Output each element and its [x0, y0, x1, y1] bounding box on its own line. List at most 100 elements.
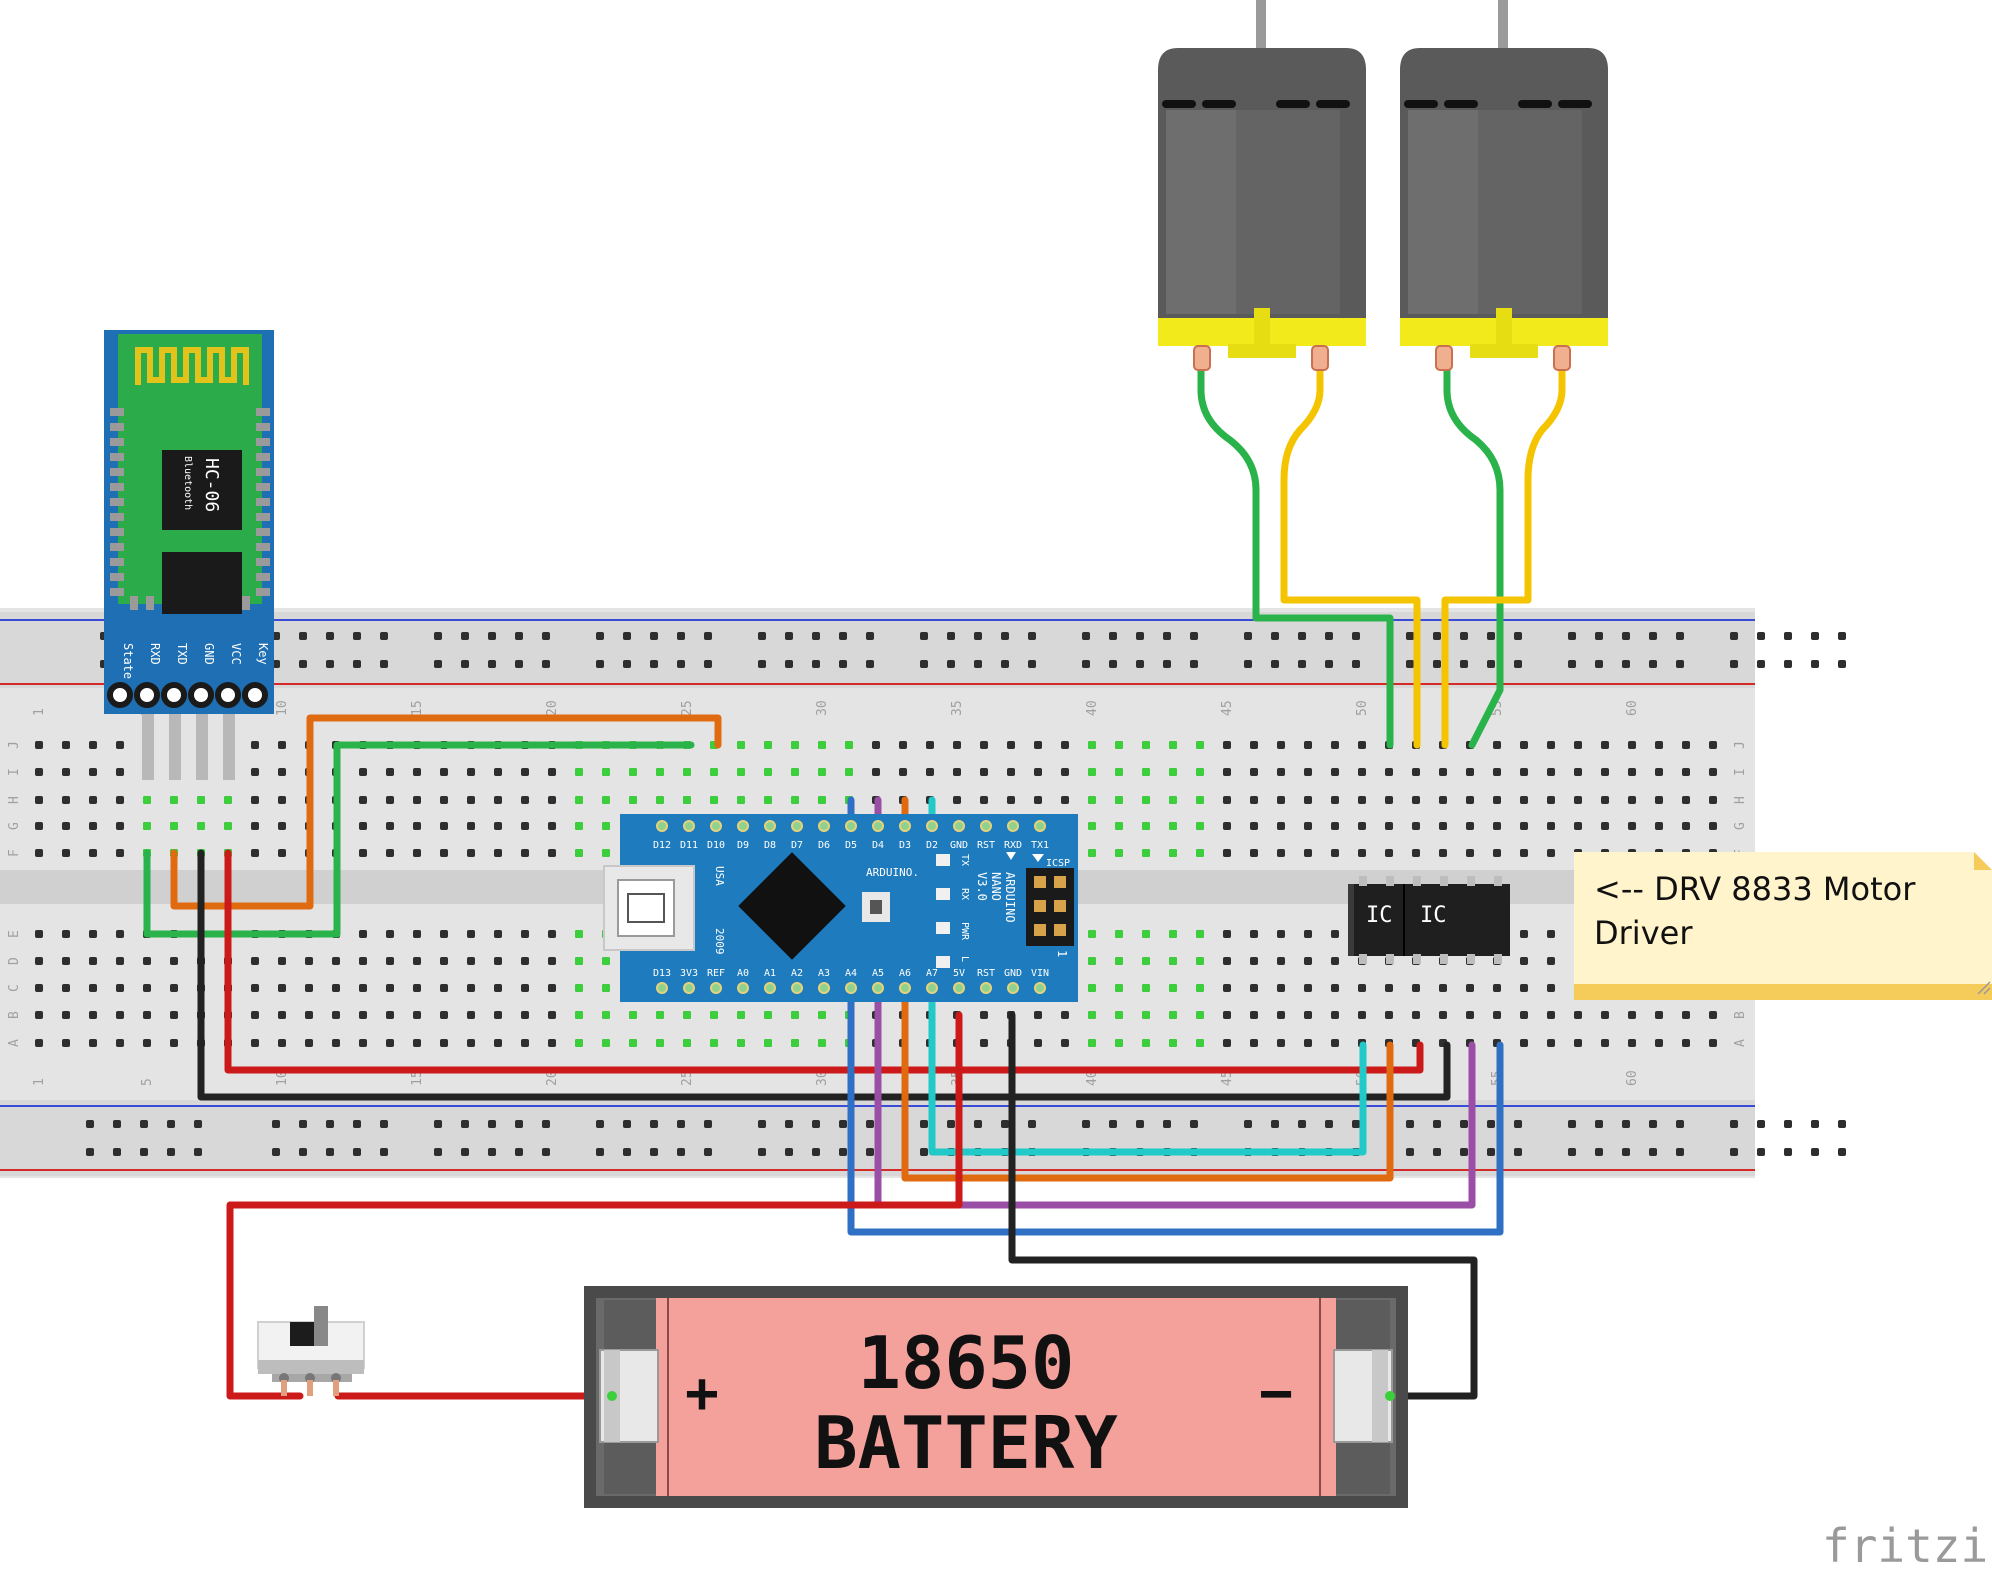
- nano-pin-label: D6: [818, 840, 830, 851]
- driver-ic-label-1: IC: [1366, 903, 1393, 928]
- wire-green-motor1[interactable]: [1197, 364, 1394, 749]
- nano-pin: [926, 820, 938, 832]
- column-number: 1: [32, 708, 47, 716]
- column-number: 60: [1625, 700, 1640, 716]
- column-number: 15: [410, 700, 425, 716]
- nano-pin-label: D4: [872, 840, 884, 851]
- battery-line-2: BATTERY: [814, 1401, 1118, 1485]
- driver-pins: [1359, 876, 1502, 964]
- fritzing-logo: fritzing: [1822, 1519, 1992, 1573]
- nano-pin-label: D13: [653, 968, 671, 979]
- dc-motor-2[interactable]: [1400, 0, 1608, 371]
- nano-pin: [872, 820, 884, 832]
- row-letter: J: [7, 741, 22, 749]
- row-letter: H: [7, 796, 22, 804]
- column-number: 1: [32, 1078, 47, 1086]
- nano-pin-label: RST: [977, 968, 995, 979]
- nano-pin: [845, 820, 857, 832]
- row-letter: F: [7, 849, 22, 857]
- nano-pin-label: D10: [707, 840, 725, 851]
- column-number: 10: [275, 1070, 290, 1086]
- nano-pin: [683, 982, 695, 994]
- nano-pin: [791, 982, 803, 994]
- bt-pin-hole: [215, 682, 241, 708]
- nano-pin: [737, 820, 749, 832]
- column-number: 20: [545, 1070, 560, 1086]
- nano-pin-label: D3: [899, 840, 911, 851]
- row-letter: J: [1733, 741, 1748, 749]
- nano-pin-label: D12: [653, 840, 671, 851]
- nano-led-label: PWR: [959, 922, 970, 941]
- bluetooth-pin-holes: [107, 682, 268, 708]
- wire-black-bt-gnd[interactable]: [197, 849, 1451, 1101]
- dc-motor-1[interactable]: [1158, 0, 1366, 371]
- wire-purple[interactable]: [874, 796, 1476, 1209]
- wire-yellow-motor1[interactable]: [1280, 364, 1421, 749]
- column-number: 60: [1625, 1070, 1640, 1086]
- nano-led-label: RX: [959, 888, 970, 900]
- nano-pin: [656, 982, 668, 994]
- wire-green-bt[interactable]: [143, 741, 695, 938]
- column-number: 10: [275, 700, 290, 716]
- bt-pin-label: GND: [202, 643, 216, 665]
- nano-pin: [1034, 820, 1046, 832]
- nano-pin-label: VIN: [1031, 968, 1049, 979]
- row-letter: D: [7, 957, 22, 965]
- nano-pin: [791, 820, 803, 832]
- nano-usa-label: USA: [713, 866, 726, 886]
- nano-board-label: ARDUINO.: [866, 866, 919, 879]
- nano-pin-label: D7: [791, 840, 803, 851]
- wire-red-bt-vcc[interactable]: [224, 849, 1424, 1074]
- bt-pin-label: VCC: [229, 643, 243, 665]
- nano-pin-label: GND: [1004, 968, 1022, 979]
- nano-pin-label: A4: [845, 968, 857, 979]
- column-number: 40: [1085, 1070, 1100, 1086]
- column-number: 45: [1220, 1070, 1235, 1086]
- nano-pin-label: D8: [764, 840, 776, 851]
- wire-green-motor2[interactable]: [1443, 364, 1504, 749]
- motor-driver[interactable]: IC IC: [1348, 876, 1510, 964]
- wire-red-nano-5v[interactable]: [226, 1011, 963, 1400]
- nano-pin: [764, 982, 776, 994]
- wire-yellow-motor2[interactable]: [1441, 364, 1566, 749]
- icsp-pin1-label: 1: [1055, 950, 1069, 957]
- bt-pin-label: Key: [256, 643, 270, 665]
- nano-pin-label: RST: [977, 840, 995, 851]
- nano-pin: [710, 982, 722, 994]
- nano-board-text-3: V3.0: [975, 872, 989, 901]
- row-letter: G: [7, 822, 22, 830]
- column-number: 40: [1085, 700, 1100, 716]
- nano-pin-label: GND: [950, 840, 968, 851]
- column-number: 15: [410, 1070, 425, 1086]
- bt-pin-hole: [242, 682, 268, 708]
- wire-blue[interactable]: [847, 796, 1504, 1236]
- battery-minus: −: [1259, 1361, 1293, 1426]
- wire-orange-bt[interactable]: [170, 714, 722, 910]
- nano-pin-label: D5: [845, 840, 857, 851]
- nano-led-label: L: [959, 956, 970, 962]
- nano-pin: [872, 982, 884, 994]
- nano-pin-label: A5: [872, 968, 884, 979]
- nano-pin: [899, 982, 911, 994]
- nano-pin-label: A7: [926, 968, 938, 979]
- row-letter: B: [7, 1011, 22, 1019]
- column-number: 35: [950, 700, 965, 716]
- nano-pin: [899, 820, 911, 832]
- nano-pin: [818, 820, 830, 832]
- nano-led-label: TX: [959, 854, 970, 866]
- top-power-rail: [0, 612, 1755, 688]
- wire-black-battery-gnd[interactable]: [1008, 1011, 1478, 1400]
- slide-switch[interactable]: [257, 1306, 365, 1396]
- nano-pin-label: D9: [737, 840, 749, 851]
- battery-holder[interactable]: 18650 BATTERY + −: [584, 1286, 1408, 1508]
- usb-connector: [603, 865, 695, 951]
- battery-cell: [656, 1298, 1336, 1496]
- bt-pin-hole: [161, 682, 187, 708]
- battery-plus: +: [685, 1361, 719, 1426]
- nano-pin-label: REF: [707, 968, 725, 979]
